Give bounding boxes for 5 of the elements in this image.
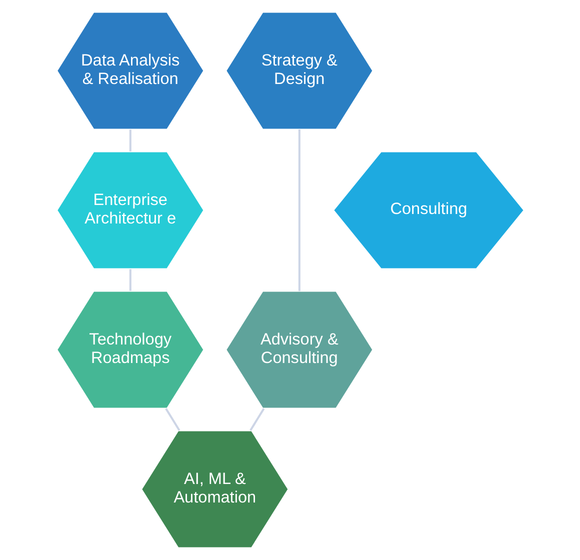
connector — [164, 408, 180, 431]
connector — [249, 408, 264, 431]
connector — [128, 130, 131, 152]
connector — [298, 130, 300, 292]
connector — [128, 269, 131, 291]
